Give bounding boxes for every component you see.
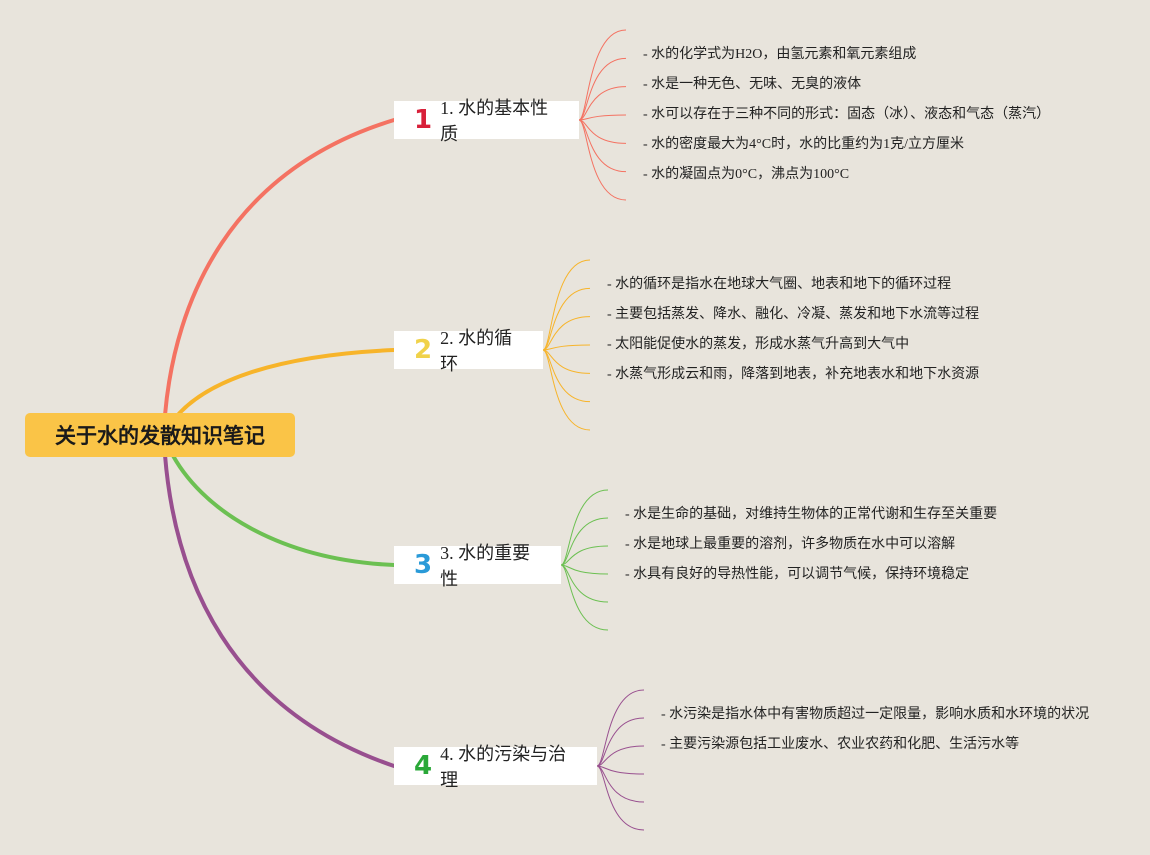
- branch-number-icon: 4: [414, 751, 433, 781]
- leaf-note[interactable]: - 水的密度最大为4°C时，水的比重约为1克/立方厘米: [643, 137, 964, 152]
- leaf-connector: [596, 745, 645, 767]
- leaf-connector: [578, 119, 627, 201]
- branch-pollution[interactable]: 4 4. 水的污染与治理: [394, 744, 597, 790]
- leaf-connector: [560, 517, 609, 566]
- leaf-connector: [560, 489, 609, 566]
- leaf-connector: [542, 349, 591, 403]
- leaf-note[interactable]: - 水具有良好的导热性能，可以调节气候，保持环境稳定: [625, 567, 970, 582]
- leaf-note[interactable]: - 水污染是指水体中有害物质超过一定限量，影响水质和水环境的状况: [661, 707, 1090, 722]
- leaf-note[interactable]: - 主要污染源包括工业废水、农业农药和化肥、生活污水等: [661, 737, 1020, 752]
- branch-connector: [163, 118, 396, 417]
- leaf-connector: [542, 287, 591, 351]
- leaf-connector: [596, 689, 645, 767]
- branch-importance[interactable]: 3 3. 水的重要性: [394, 543, 561, 589]
- leaf-connector: [542, 349, 591, 431]
- branch-number-icon: 3: [414, 550, 433, 580]
- leaf-connector: [578, 119, 627, 173]
- branch-basic-properties[interactable]: 1 1. 水的基本性质: [394, 98, 579, 144]
- branch-water-cycle[interactable]: 2 2. 水的循环: [394, 328, 543, 374]
- branch-label: 3. 水的重要性: [440, 543, 531, 589]
- leaf-connector: [542, 316, 591, 351]
- branch-label: 1. 水的基本性质: [440, 98, 549, 144]
- branch-number-icon: 2: [414, 335, 433, 365]
- leaf-note[interactable]: - 水的循环是指水在地球大气圈、地表和地下的循环过程: [607, 277, 952, 292]
- leaf-note[interactable]: - 水的凝固点为0°C，沸点为100°C: [643, 167, 850, 182]
- leaf-note[interactable]: - 水是地球上最重要的溶剂，许多物质在水中可以溶解: [625, 537, 956, 552]
- branch-label: 2. 水的循环: [440, 328, 513, 374]
- leaf-connector: [542, 344, 591, 351]
- leaf-connector: [596, 717, 645, 767]
- leaf-connector: [560, 564, 609, 631]
- leaf-connector: [596, 765, 645, 803]
- leaf-connector: [560, 564, 609, 603]
- leaf-note[interactable]: - 水是一种无色、无味、无臭的液体: [643, 77, 862, 92]
- leaf-connector: [578, 86, 627, 121]
- branch-connector: [168, 348, 396, 427]
- root-topic[interactable]: 关于水的发散知识笔记: [25, 413, 295, 457]
- root-title: 关于水的发散知识笔记: [55, 424, 265, 448]
- leaf-note[interactable]: - 水可以存在于三种不同的形式：固态（冰）、液态和气态（蒸汽）: [643, 107, 1051, 122]
- leaf-note[interactable]: - 主要包括蒸发、降水、融化、冷凝、蒸发和地下水流等过程: [607, 307, 980, 322]
- leaf-note[interactable]: - 太阳能促使水的蒸发，形成水蒸气升高到大气中: [607, 337, 910, 352]
- leaf-connector: [560, 545, 609, 566]
- leaf-connector: [578, 57, 627, 121]
- leaf-connector: [596, 765, 645, 775]
- branch-number-icon: 1: [414, 105, 433, 135]
- leaf-note[interactable]: - 水的化学式为H2O，由氢元素和氧元素组成: [643, 47, 917, 62]
- leaf-note[interactable]: - 水是生命的基础，对维持生物体的正常代谢和生存至关重要: [625, 507, 998, 522]
- branch-label: 4. 水的污染与治理: [440, 744, 567, 790]
- branch-connector: [163, 453, 396, 768]
- leaf-connector: [596, 765, 645, 831]
- branch-connector: [168, 448, 396, 567]
- leaf-connector: [578, 114, 627, 121]
- leaf-note[interactable]: - 水蒸气形成云和雨，降落到地表，补充地表水和地下水资源: [607, 367, 980, 382]
